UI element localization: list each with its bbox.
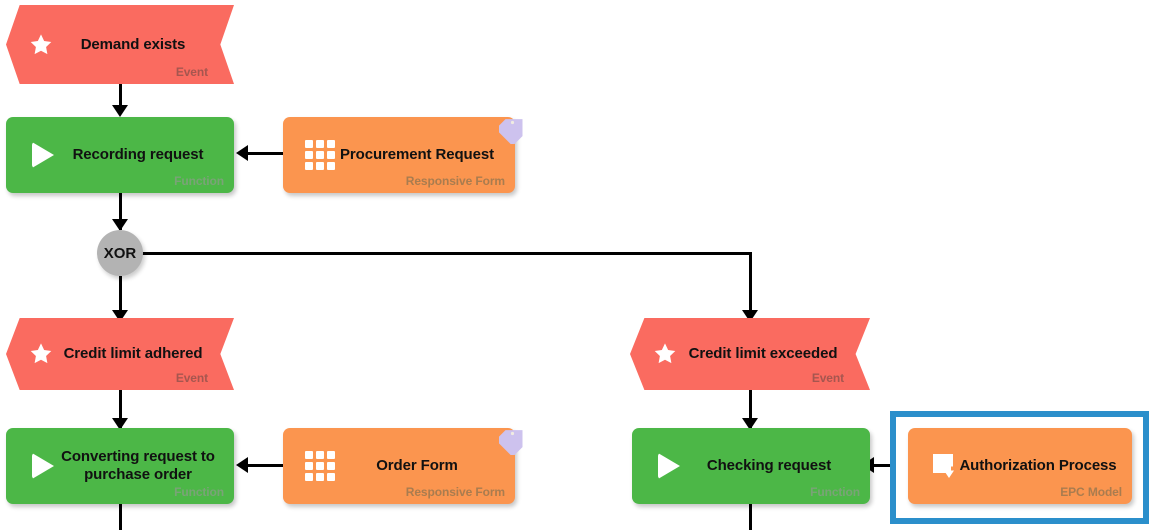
node-credit-limit-exceeded[interactable]: Credit limit exceeded Event (630, 318, 870, 390)
tag-icon (499, 430, 523, 455)
node-label: Procurement Request (340, 146, 494, 163)
node-label: Authorization Process (959, 457, 1117, 474)
arrowhead-recording-to-xor (112, 219, 128, 231)
node-stereotype: Event (811, 371, 844, 385)
node-stereotype: Function (174, 174, 224, 188)
node-stereotype: Responsive Form (405, 485, 505, 499)
node-stereotype: Event (175, 371, 208, 385)
connector-xor-branch-vertical (749, 252, 752, 320)
node-demand-exists[interactable]: Demand exists Event (6, 5, 234, 84)
connector-recording-to-xor (119, 192, 122, 230)
node-procurement-request[interactable]: Procurement Request Responsive Form (283, 117, 523, 193)
arrowhead-demand-to-recording (112, 105, 128, 117)
connector-converting-downstream (119, 503, 122, 530)
connector-demand-to-recording (119, 84, 122, 109)
tag-icon (499, 119, 523, 144)
connector-procurement-to-recording (247, 152, 283, 155)
arrowhead-orderform-to-converting (236, 457, 248, 473)
xor-gateway-label: XOR (103, 244, 137, 262)
node-credit-limit-adhered[interactable]: Credit limit adhered Event (6, 318, 234, 390)
play-icon (32, 453, 54, 479)
grid-icon (305, 451, 335, 481)
node-label: Checking request (706, 457, 832, 474)
node-label: Credit limit adhered (63, 345, 203, 362)
connector-adhered-to-converting (119, 390, 122, 428)
node-stereotype: Responsive Form (405, 174, 505, 188)
node-authorization-process[interactable]: Authorization Process EPC Model (908, 428, 1132, 504)
node-label-line2: purchase order (84, 466, 192, 483)
star-icon (30, 33, 52, 54)
node-stereotype: EPC Model (1060, 485, 1122, 499)
node-stereotype: Function (174, 485, 224, 499)
node-label: Order Form (376, 457, 458, 474)
epc-model-icon (933, 454, 954, 478)
play-icon (658, 453, 680, 479)
arrowhead-adhered-to-converting (112, 418, 128, 430)
node-recording-request[interactable]: Recording request Function (6, 117, 234, 193)
node-label: Demand exists (80, 35, 186, 53)
node-stereotype: Event (175, 65, 208, 79)
connector-exceeded-to-checking (749, 390, 752, 428)
connector-xor-to-adhered (119, 276, 122, 320)
star-icon (654, 343, 676, 364)
node-stereotype: Function (810, 485, 860, 499)
node-label: Converting request to purchase order (6, 448, 234, 484)
node-converting-request[interactable]: Converting request to purchase order Fun… (6, 428, 234, 504)
connector-orderform-to-converting (247, 464, 283, 467)
arrowhead-procurement-to-recording (236, 145, 248, 161)
play-icon (32, 142, 54, 168)
node-label: Recording request (72, 146, 204, 163)
star-icon (30, 343, 52, 364)
node-order-form[interactable]: Order Form Responsive Form (283, 428, 523, 504)
arrowhead-exceeded-to-checking (742, 418, 758, 430)
connector-xor-branch-horizontal (140, 252, 752, 255)
xor-gateway[interactable]: XOR (97, 230, 143, 276)
grid-icon (305, 140, 335, 170)
node-label: Credit limit exceeded (688, 345, 838, 362)
connector-checking-downstream (749, 503, 752, 530)
node-checking-request[interactable]: Checking request Function (632, 428, 870, 504)
node-label-line1: Converting request to (61, 448, 215, 465)
